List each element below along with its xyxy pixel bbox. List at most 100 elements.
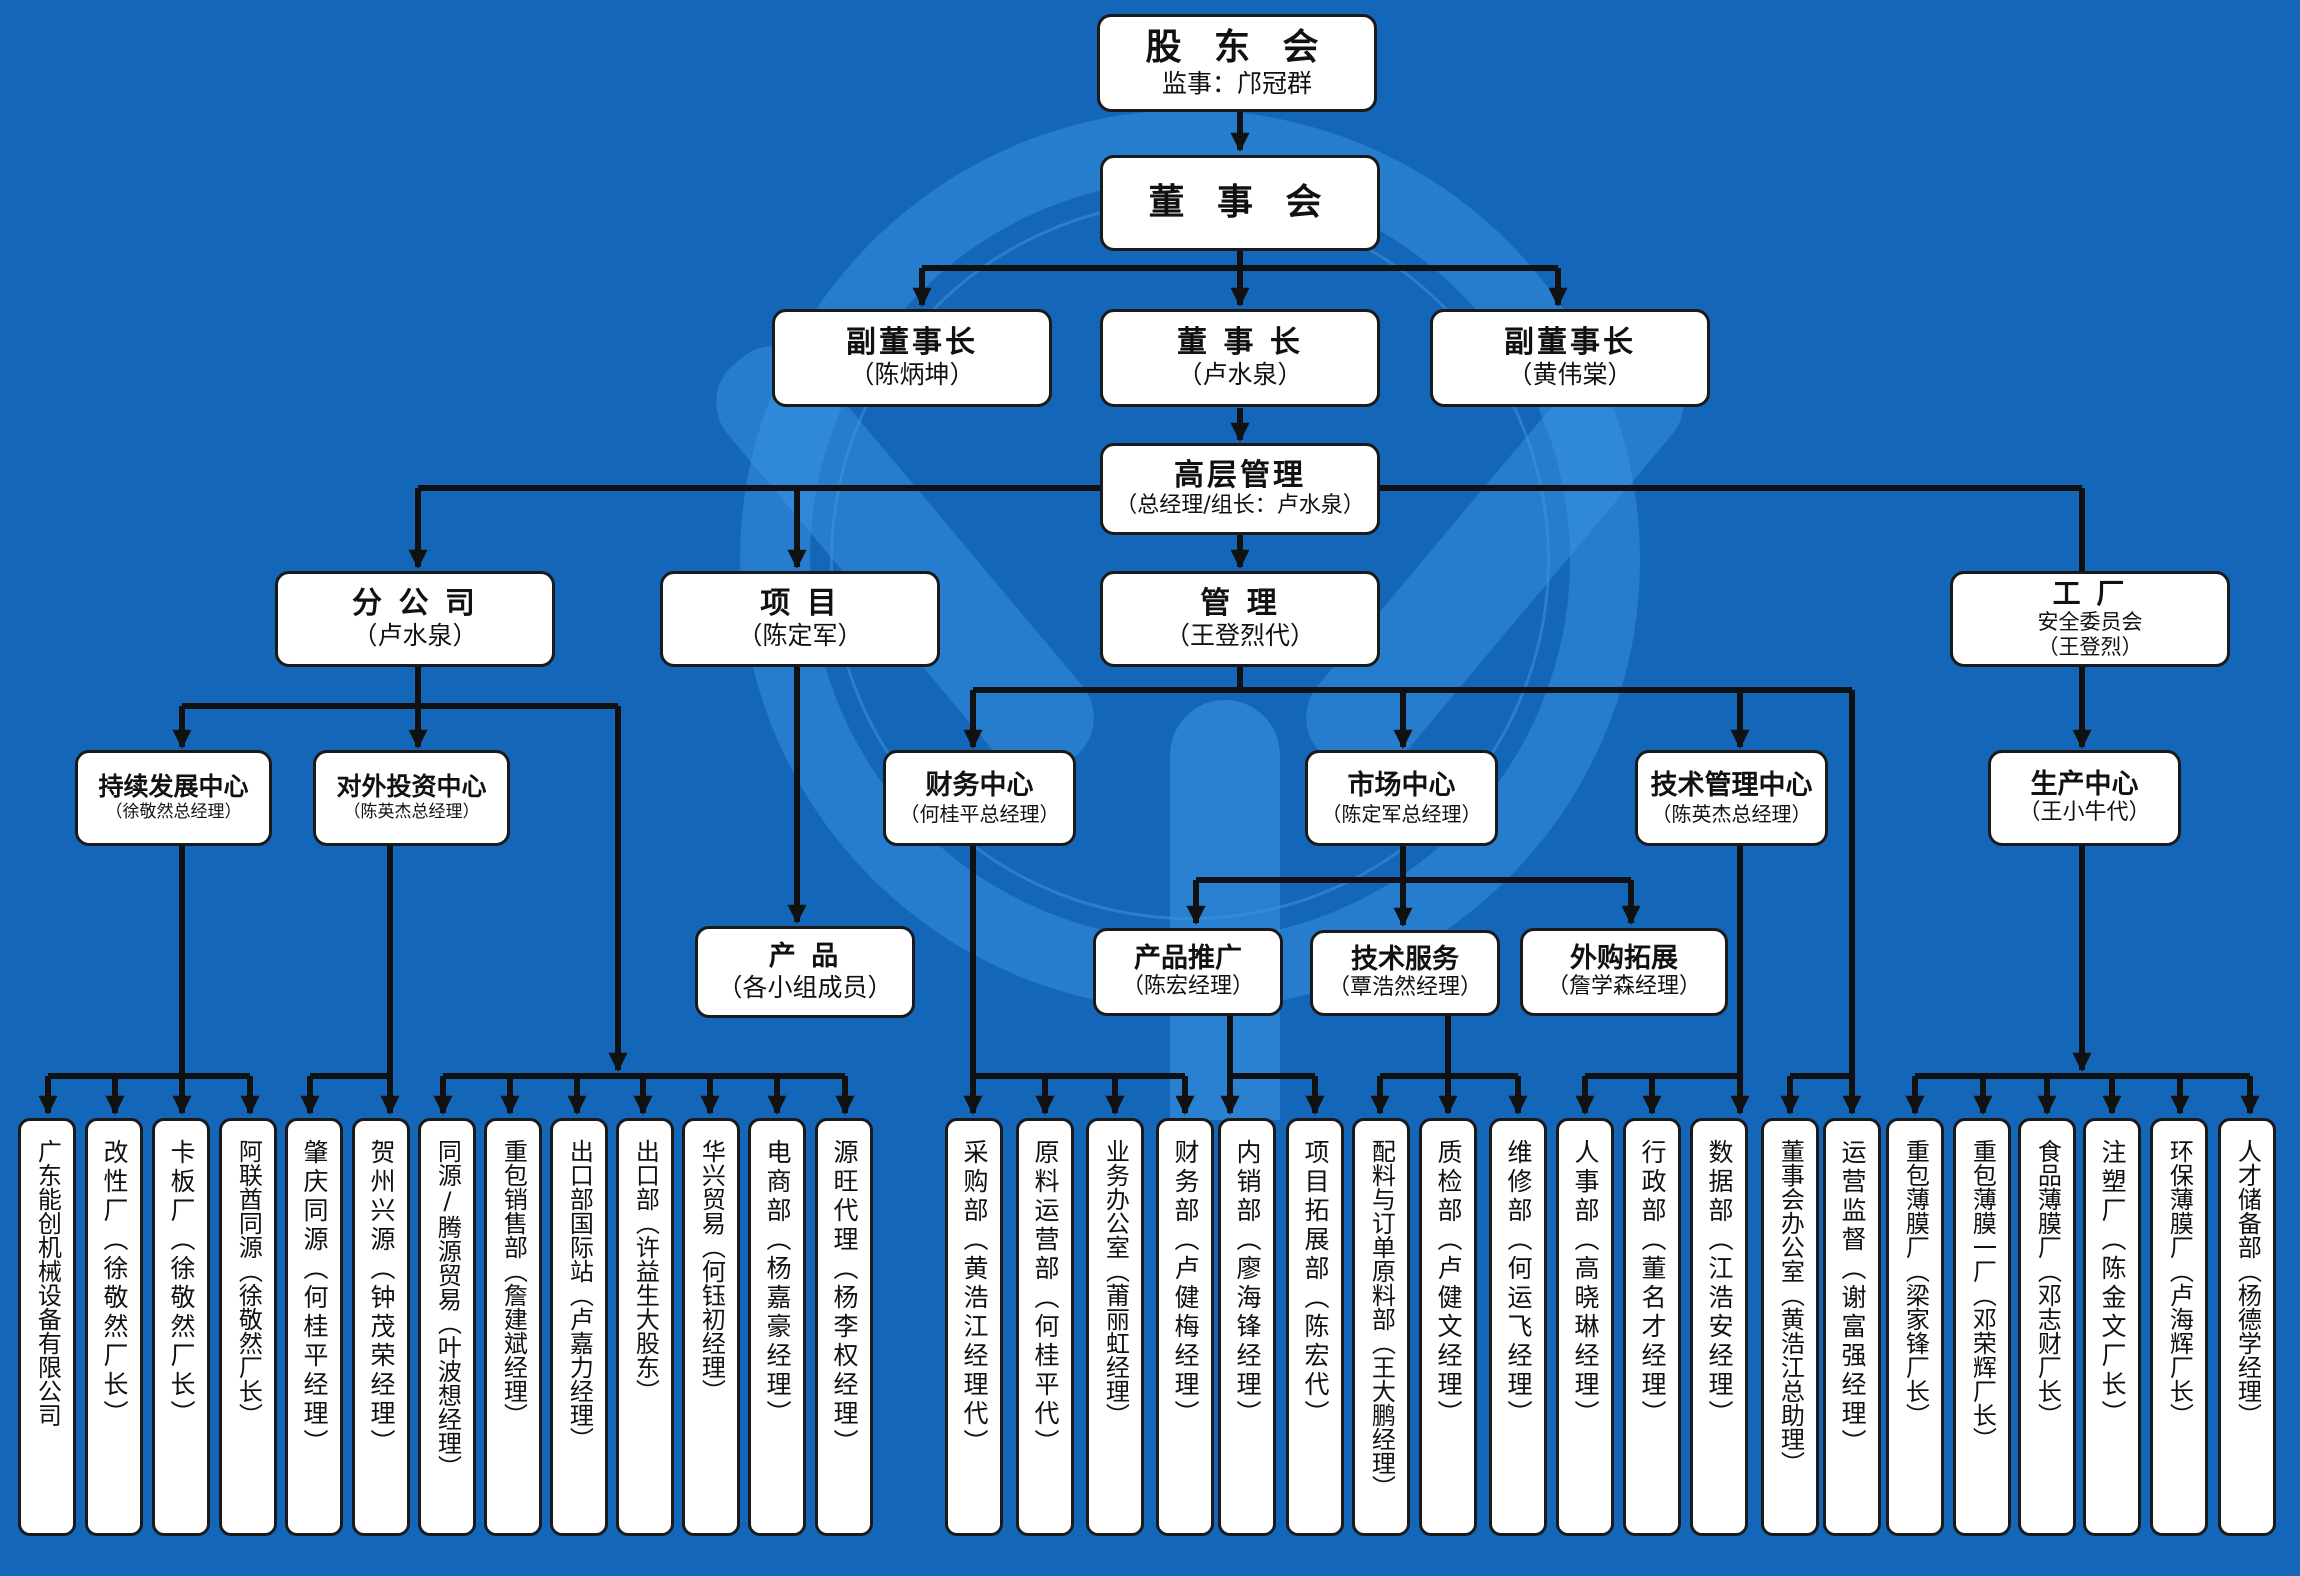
- leaf-box-03: 卡板厂（徐敬然厂长）: [152, 1118, 210, 1536]
- outsource-box: 外购拓展 （詹学森经理）: [1520, 928, 1728, 1016]
- leaf-label-14: 采购部（黄浩江经理代）: [960, 1139, 989, 1458]
- leaf-label-32: 环保薄膜厂（卢海辉厂长）: [2165, 1139, 2194, 1427]
- leaf-box-05: 肇庆同源（何桂平经理）: [285, 1118, 343, 1536]
- shareholders-supervisor: 监事：邝冠群: [1161, 68, 1312, 98]
- shareholders-title: 股 东 会: [1145, 27, 1329, 69]
- leaf-label-26: 董事会办公室（黄浩江总助理）: [1776, 1139, 1805, 1475]
- leaf-box-01: 广东能创机械设备有限公司: [18, 1118, 76, 1536]
- tech-mgmt-center-box: 技术管理中心 （陈英杰总经理）: [1635, 750, 1828, 846]
- invest-center-leader: （陈英杰总经理）: [343, 802, 480, 823]
- finance-center-box: 财务中心 （何桂平总经理）: [883, 750, 1076, 846]
- chair-box: 董 事 长 （卢水泉）: [1100, 309, 1380, 407]
- production-center-title: 生产中心: [2030, 769, 2139, 801]
- product-members: （各小组成员）: [717, 972, 893, 1002]
- senior-management-box: 高层管理 （总经理/组长：卢水泉）: [1100, 443, 1380, 535]
- leaf-label-12: 电商部（杨嘉豪经理）: [763, 1139, 792, 1429]
- leaf-label-20: 配料与订单原料部（王大鹏经理）: [1367, 1139, 1396, 1499]
- leaf-label-16: 业务办公室（莆丽虹经理）: [1101, 1139, 1130, 1427]
- leaf-label-27: 运营监督（谢富强经理）: [1838, 1139, 1867, 1458]
- tech-service-title: 技术服务: [1351, 944, 1459, 976]
- vice-chair-left-name: （陈炳坤）: [849, 360, 975, 390]
- leaf-box-16: 业务办公室（莆丽虹经理）: [1086, 1118, 1144, 1536]
- leaf-label-08: 重包销售部（詹建斌经理）: [499, 1139, 528, 1427]
- leaf-label-23: 人事部（高晓琳经理）: [1571, 1139, 1600, 1429]
- board-title: 董 事 会: [1148, 182, 1332, 224]
- leaf-box-25: 数据部（江浩安经理）: [1690, 1118, 1748, 1536]
- leaf-label-19: 项目拓展部（陈宏代）: [1301, 1139, 1330, 1429]
- sustain-center-title: 持续发展中心: [98, 772, 249, 802]
- leaf-label-06: 贺州兴源（钟茂荣经理）: [367, 1139, 396, 1458]
- leaf-label-05: 肇庆同源（何桂平经理）: [300, 1139, 329, 1458]
- project-box: 项 目 （陈定军）: [660, 571, 940, 667]
- sustain-center-leader: （徐敬然总经理）: [105, 802, 242, 823]
- leaf-label-11: 华兴贸易（何钰初经理）: [697, 1139, 726, 1403]
- leaf-box-23: 人事部（高晓琳经理）: [1556, 1118, 1614, 1536]
- leaf-box-24: 行政部（董名才经理）: [1623, 1118, 1681, 1536]
- product-title: 产 品: [768, 941, 842, 973]
- promo-box: 产品推广 （陈宏经理）: [1093, 928, 1283, 1016]
- leaf-box-15: 原料运营部（何桂平代）: [1016, 1118, 1074, 1536]
- leaf-box-31: 注塑厂（陈金文厂长）: [2083, 1118, 2141, 1536]
- leaf-label-03: 卡板厂（徐敬然厂长）: [167, 1139, 196, 1429]
- board-box: 董 事 会: [1100, 155, 1380, 251]
- branch-box: 分 公 司 （卢水泉）: [275, 571, 555, 667]
- project-leader: （陈定军）: [737, 621, 863, 651]
- senior-management-leader: （总经理/组长：卢水泉）: [1115, 493, 1365, 519]
- leaf-label-33: 人才储备部（杨德学经理）: [2233, 1139, 2262, 1427]
- leaf-label-13: 源旺代理（杨李权经理）: [830, 1139, 859, 1458]
- leaf-label-18: 内销部（廖海锋经理）: [1233, 1139, 1262, 1429]
- branch-title: 分 公 司: [352, 585, 478, 621]
- leaf-box-29: 重包薄膜一厂（邓荣辉厂长）: [1953, 1118, 2011, 1536]
- leaf-box-10: 出口部（许益生大股东）: [616, 1118, 674, 1536]
- promo-title: 产品推广: [1134, 943, 1242, 975]
- outsource-leader: （詹学森经理）: [1546, 974, 1701, 1000]
- leaf-box-12: 电商部（杨嘉豪经理）: [748, 1118, 806, 1536]
- leaf-box-02: 改性厂（徐敬然厂长）: [85, 1118, 143, 1536]
- leaf-box-04: 阿联酋同源（徐敬然厂长）: [219, 1118, 277, 1536]
- factory-title: 工 厂: [2052, 576, 2128, 610]
- vice-chair-right-name: （黄伟棠）: [1507, 360, 1633, 390]
- leaf-box-13: 源旺代理（杨李权经理）: [815, 1118, 873, 1536]
- finance-center-title: 财务中心: [925, 770, 1034, 802]
- production-center-box: 生产中心 （王小牛代）: [1988, 750, 2181, 846]
- sustain-center-box: 持续发展中心 （徐敬然总经理）: [75, 750, 272, 846]
- invest-center-box: 对外投资中心 （陈英杰总经理）: [313, 750, 510, 846]
- leaf-box-18: 内销部（廖海锋经理）: [1218, 1118, 1276, 1536]
- leaf-label-02: 改性厂（徐敬然厂长）: [100, 1139, 129, 1429]
- leaf-box-19: 项目拓展部（陈宏代）: [1286, 1118, 1344, 1536]
- market-center-leader: （陈定军总经理）: [1321, 801, 1482, 826]
- finance-center-leader: （何桂平总经理）: [899, 801, 1060, 826]
- leaf-box-33: 人才储备部（杨德学经理）: [2218, 1118, 2276, 1536]
- tech-service-box: 技术服务 （覃浩然经理）: [1310, 930, 1500, 1016]
- leaf-box-26: 董事会办公室（黄浩江总助理）: [1761, 1118, 1819, 1536]
- production-center-leader: （王小牛代）: [2018, 800, 2151, 826]
- leaf-box-06: 贺州兴源（钟茂荣经理）: [352, 1118, 410, 1536]
- leaf-label-07: 同源/腾源贸易（叶波想经理）: [433, 1139, 462, 1479]
- chair-name: （卢水泉）: [1177, 360, 1303, 390]
- leaf-box-14: 采购部（黄浩江经理代）: [945, 1118, 1003, 1536]
- factory-box: 工 厂 安全委员会 （王登烈）: [1950, 571, 2230, 667]
- tech-service-leader: （覃浩然经理）: [1327, 975, 1482, 1001]
- vice-chair-left-title: 副董事长: [846, 324, 978, 360]
- branch-leader: （卢水泉）: [352, 621, 478, 651]
- leaf-label-15: 原料运营部（何桂平代）: [1031, 1139, 1060, 1458]
- leaf-label-28: 重包薄膜厂（梁家锋厂长）: [1901, 1139, 1930, 1427]
- vice-chair-left-box: 副董事长 （陈炳坤）: [772, 309, 1052, 407]
- leaf-label-31: 注塑厂（陈金文厂长）: [2098, 1139, 2127, 1429]
- invest-center-title: 对外投资中心: [336, 772, 487, 802]
- factory-leader: （王登烈）: [2037, 635, 2143, 660]
- tech-mgmt-center-leader: （陈英杰总经理）: [1651, 801, 1812, 826]
- leaf-box-08: 重包销售部（詹建斌经理）: [484, 1118, 542, 1536]
- leaf-box-27: 运营监督（谢富强经理）: [1823, 1118, 1881, 1536]
- leaf-label-22: 维修部（何运飞经理）: [1504, 1139, 1533, 1429]
- market-center-box: 市场中心 （陈定军总经理）: [1305, 750, 1498, 846]
- leaf-box-09: 出口部国际站（卢嘉力经理）: [550, 1118, 608, 1536]
- leaf-label-25: 数据部（江浩安经理）: [1705, 1139, 1734, 1429]
- leaf-box-20: 配料与订单原料部（王大鹏经理）: [1352, 1118, 1410, 1536]
- vice-chair-right-title: 副董事长: [1504, 324, 1636, 360]
- senior-management-title: 高层管理: [1174, 457, 1306, 493]
- leaf-box-28: 重包薄膜厂（梁家锋厂长）: [1886, 1118, 1944, 1536]
- leaf-label-09: 出口部国际站（卢嘉力经理）: [565, 1139, 594, 1451]
- vice-chair-right-box: 副董事长 （黄伟棠）: [1430, 309, 1710, 407]
